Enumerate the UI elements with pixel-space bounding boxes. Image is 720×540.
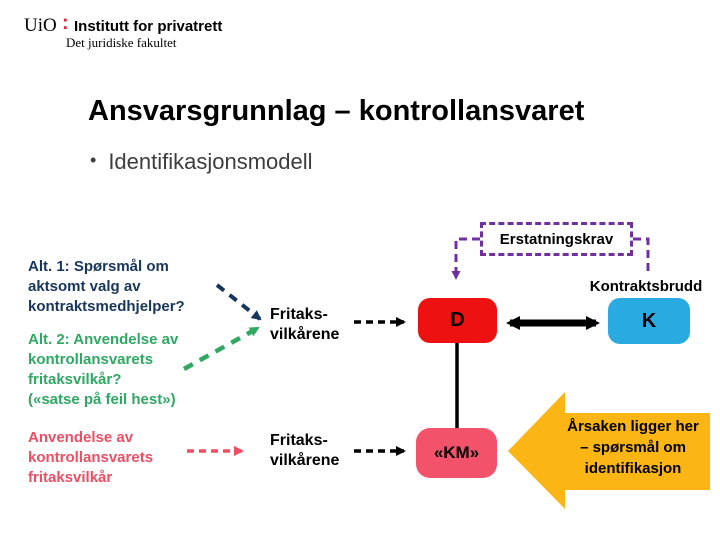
fritaksvilkarene-label-bottom: Fritaks- vilkårene (270, 431, 339, 471)
kreditor-label: K (641, 309, 657, 332)
note-alt1-line: aktsomt valg av (28, 278, 141, 295)
note-anvendelse-line: kontrollansvarets (28, 449, 154, 466)
fritaksvilkarene-label-top: Fritaks- vilkårene (270, 305, 339, 345)
debitor-box: D (418, 298, 497, 343)
note-alt2-line: kontrollansvarets (28, 351, 154, 368)
debitor-label: D (450, 309, 465, 331)
note-alt2: Alt. 2: Anvendelse av kontrollansvarets … (28, 330, 178, 410)
bullet-row: • Identifikasjonsmodell (90, 149, 313, 175)
fritaks-top-line1: Fritaks- (270, 306, 328, 323)
alt1-arrow (215, 283, 262, 321)
note-alt2-line: Alt. 2: Anvendelse av (28, 331, 179, 348)
fritaks-bottom-line2: vilkårene (270, 452, 340, 469)
note-alt1: Alt. 1: Spørsmål om aktsomt valg av kont… (28, 257, 185, 317)
identifikasjon-arrow-shape (508, 392, 710, 509)
fritaks-bottom-line1: Fritaks- (270, 432, 328, 449)
note-alt2-line: fritaksvilkår? (28, 371, 122, 388)
arsaken-line: – spørsmål om (580, 439, 686, 456)
note-anvendelse-line: Anvendelse av (28, 429, 134, 446)
logo-faculty: Det juridiske fakultet (66, 35, 177, 50)
slide-title: Ansvarsgrunnlag – kontrollansvaret (88, 95, 585, 127)
kontraktsbrudd-label: Kontraktsbrudd (589, 278, 703, 295)
identifikasjon-arrow-text: Årsaken ligger her – spørsmål om identif… (556, 416, 710, 479)
km-box: «KM» (416, 428, 497, 478)
bullet-text: Identifikasjonsmodell (108, 149, 313, 174)
arsaken-line: identifikasjon (584, 460, 682, 477)
km-label: «KM» (433, 443, 480, 462)
note-anvendelse-line: fritaksvilkår (28, 469, 113, 486)
logo-department: Institutt for privatrett (74, 18, 223, 35)
note-anvendelse: Anvendelse av kontrollansvarets fritaksv… (28, 428, 153, 488)
uio-logo-colon-icon: : (62, 12, 69, 34)
fritaks-top-line2: vilkårene (270, 326, 340, 343)
erstatningskrav-to-k-connector (633, 237, 650, 271)
note-alt2-line: («satse på feil hest») (28, 391, 176, 408)
arsaken-line: Årsaken ligger her (567, 418, 699, 435)
kreditor-box: K (608, 298, 690, 344)
uio-logo-text: UiO (24, 15, 57, 36)
erstatningskrav-label: Erstatningskrav (499, 230, 614, 248)
bullet-marker: • (90, 150, 97, 170)
note-alt1-line: Alt. 1: Spørsmål om (28, 258, 169, 275)
alt2-arrow (182, 326, 260, 371)
erstatningskrav-to-d-connector (451, 237, 480, 280)
erstatningskrav-box: Erstatningskrav (480, 222, 633, 256)
note-alt1-line: kontraktsmedhjelper? (28, 298, 185, 315)
